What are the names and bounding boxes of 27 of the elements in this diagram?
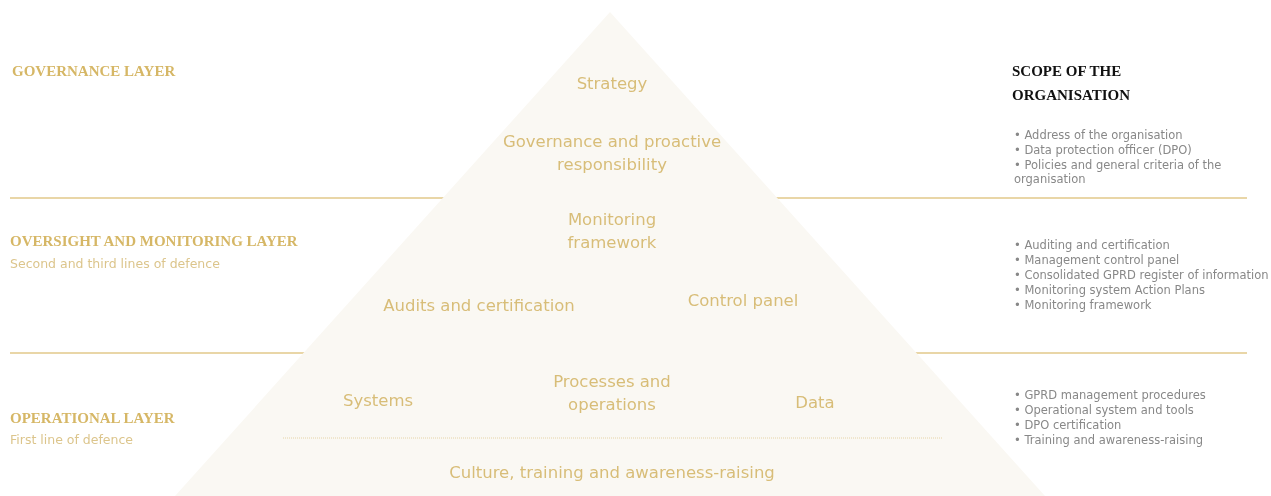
- layer-subtitle: Second and third lines of defence: [10, 256, 220, 271]
- pyramid-label: Governance and proactive responsibility: [501, 131, 723, 176]
- pyramid-label: Control panel: [686, 290, 800, 312]
- layer-heading: OVERSIGHT AND MONITORING LAYER: [10, 233, 298, 250]
- layer-subtitle: First line of defence: [10, 432, 134, 447]
- bullet-item: • Policies and general criteria of the organisation: [1014, 158, 1223, 186]
- bullet-item: • Management control panel: [1014, 253, 1181, 267]
- bullet-item: • Monitoring framework: [1014, 298, 1153, 312]
- bullet-item: • Auditing and certification: [1014, 238, 1171, 252]
- pyramid-label: Data: [794, 392, 836, 414]
- bullet-item: • DPO certification: [1014, 418, 1123, 432]
- bullet-item: • GPRD management procedures: [1014, 388, 1207, 402]
- pyramid-label: Processes and operations: [552, 371, 672, 416]
- section-heading: SCOPE OF THE ORGANISATION: [1012, 62, 1132, 105]
- pyramid-label: Culture, training and awareness-raising: [448, 462, 776, 484]
- pyramid-label: Audits and certification: [382, 295, 576, 317]
- bullet-item: • Data protection officer (DPO): [1014, 143, 1193, 157]
- bullet-item: • Monitoring system Action Plans: [1014, 283, 1206, 297]
- pyramid-label: Monitoring framework: [566, 209, 658, 254]
- bullet-item: • Consolidated GPRD register of information: [1014, 268, 1270, 282]
- layer-heading: GOVERNANCE LAYER: [12, 63, 176, 80]
- layer-heading: OPERATIONAL LAYER: [10, 410, 175, 427]
- bullet-item: • Address of the organisation: [1014, 128, 1184, 142]
- pyramid-label: Systems: [341, 390, 415, 412]
- bullet-item: • Operational system and tools: [1014, 403, 1195, 417]
- bullet-item: • Training and awareness-raising: [1014, 433, 1205, 447]
- pyramid-label: Strategy: [575, 73, 649, 95]
